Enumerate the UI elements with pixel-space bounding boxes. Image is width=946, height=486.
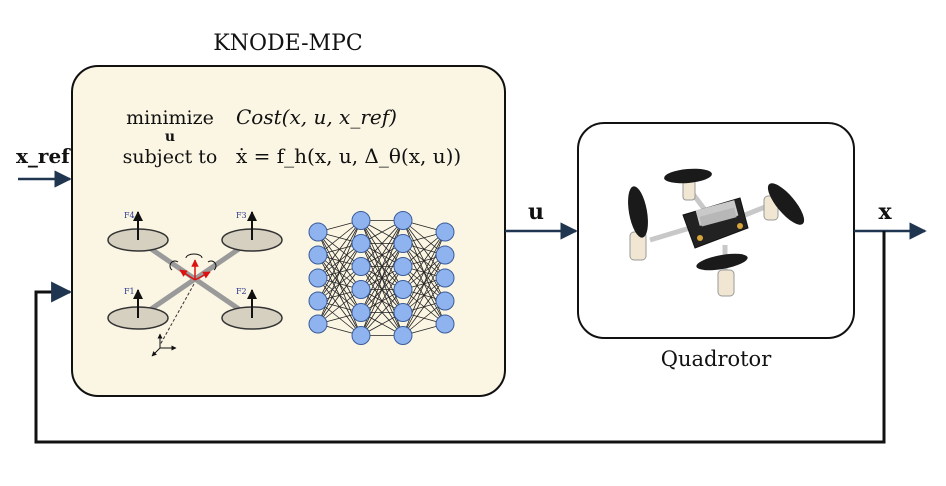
constraint-expression: ẋ = f_h(x, u, Δ_θ(x, u)): [236, 144, 461, 168]
quadrotor-block-title: Quadrotor: [661, 347, 772, 371]
mpc-block-title: KNODE-MPC: [213, 31, 362, 56]
network-edge: [402, 231, 446, 290]
network-node-layer-4: [435, 314, 455, 334]
network-edge: [317, 243, 362, 325]
network-node-layer-3: [393, 280, 413, 299]
minimize-subscript: u: [165, 129, 175, 145]
network-node-layer-2: [351, 257, 371, 276]
network-node-layer-2: [351, 280, 371, 299]
force-label-f2: F2: [236, 287, 247, 296]
network-node-layer-3: [393, 234, 413, 253]
network-node-layer-2: [351, 234, 371, 253]
network-node-layer-4: [435, 268, 455, 288]
feedback-path: [34, 231, 886, 444]
neural-network: [308, 211, 455, 345]
network-node-layer-3: [393, 326, 413, 345]
reference-signal-label: x_ref: [16, 144, 71, 168]
network-edge: [360, 243, 404, 336]
network-edge: [360, 220, 404, 313]
network-node-layer-2: [351, 326, 371, 345]
network-edge: [402, 277, 446, 336]
network-edge: [402, 231, 446, 313]
network-edge: [317, 266, 362, 325]
network-node-layer-4: [435, 222, 455, 242]
quadrotor-illustration: [628, 168, 805, 297]
network-node-layer-2: [351, 211, 371, 230]
network-edge: [360, 266, 404, 336]
control-signal-label: u: [528, 199, 544, 225]
network-node-layer-3: [393, 257, 413, 276]
subject-to-label: subject to: [123, 146, 218, 168]
network-node-layer-1: [308, 314, 328, 334]
network-node-layer-1: [308, 222, 328, 242]
state-signal-label: x: [878, 199, 892, 225]
network-node-layer-4: [435, 245, 455, 265]
force-label-f4: F4: [124, 211, 135, 220]
network-edge: [317, 220, 362, 279]
network-node-layer-3: [393, 211, 413, 230]
network-nodes: [308, 211, 455, 345]
network-node-layer-2: [351, 303, 371, 322]
network-edge: [402, 254, 446, 336]
network-node-layer-1: [308, 245, 328, 265]
network-edge: [317, 220, 362, 302]
force-label-f1: F1: [124, 287, 135, 296]
network-edge: [360, 220, 404, 267]
network-edge: [360, 220, 404, 290]
network-node-layer-4: [435, 291, 455, 311]
quadrotor-schematic: F4 F3 F1 F2: [107, 211, 283, 357]
network-node-layer-1: [308, 291, 328, 311]
objective-expression: Cost(x, u, x_ref): [236, 105, 397, 129]
network-node-layer-3: [393, 303, 413, 322]
minimize-label: minimize: [126, 107, 214, 129]
force-label-f3: F3: [236, 211, 247, 220]
network-edge: [360, 289, 404, 336]
network-node-layer-1: [308, 268, 328, 288]
